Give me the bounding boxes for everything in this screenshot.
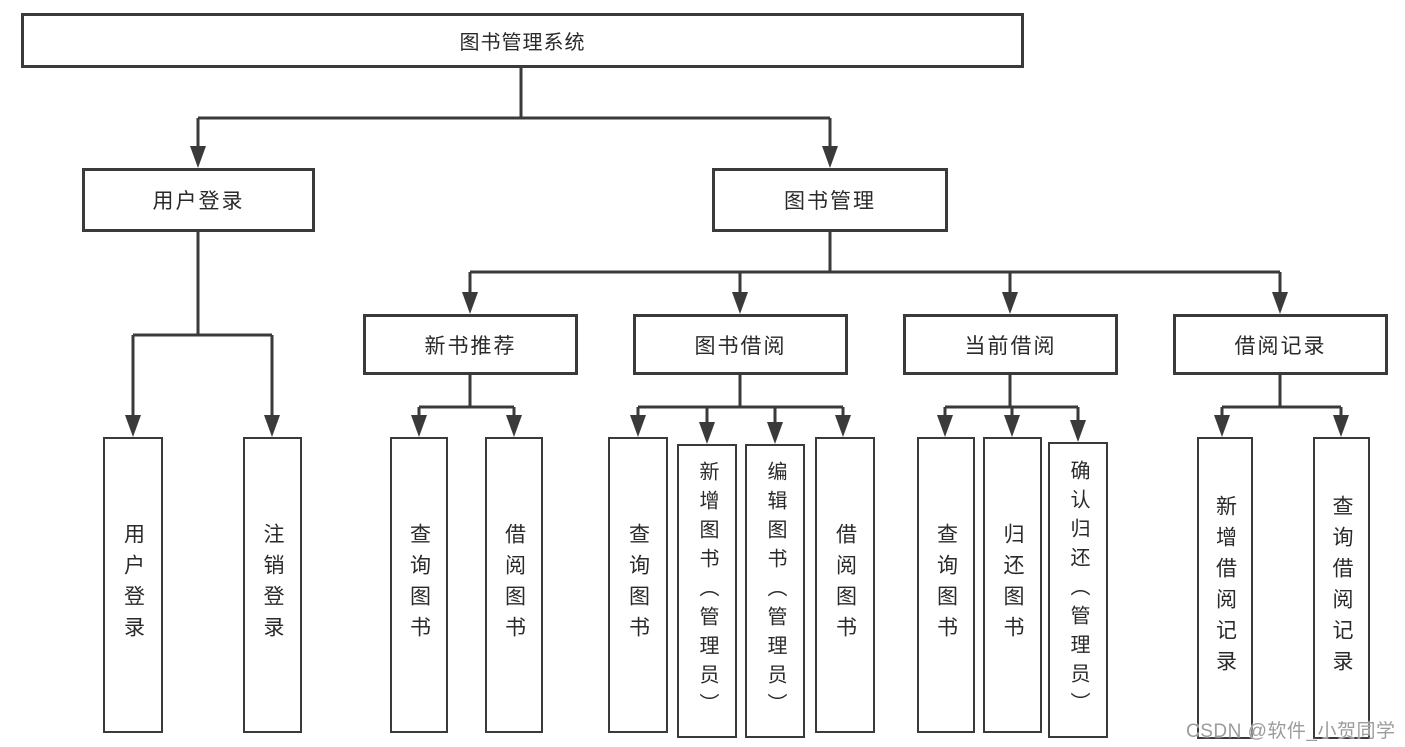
leaf-newbook-query-books: 查询图书	[390, 437, 448, 733]
node-label: 图书管理系统	[459, 32, 586, 54]
leaf-label: 新增图书（管理员）	[696, 460, 718, 722]
leaf-newbook-borrow-books: 借阅图书	[485, 437, 543, 733]
leaf-current-confirm-return-admin: 确认归还（管理员）	[1048, 442, 1108, 738]
leaf-records-query-borrow-record: 查询借阅记录	[1313, 437, 1370, 739]
leaf-label: 查询借阅记录	[1330, 495, 1353, 681]
leaf-current-return-books: 归还图书	[983, 437, 1042, 733]
leaf-label: 借阅图书	[833, 523, 857, 647]
leaf-label: 查询图书	[934, 523, 958, 647]
leaf-label: 归还图书	[1001, 523, 1024, 647]
leaf-label: 新增借阅记录	[1213, 495, 1237, 681]
leaf-borrowing-add-books-admin: 新增图书（管理员）	[677, 444, 737, 738]
leaf-label: 注销登录	[261, 523, 284, 647]
leaf-label: 编辑图书（管理员）	[764, 460, 786, 722]
node-label: 图书借阅	[694, 334, 787, 358]
csdn-watermark: CSDN @软件_小贺同学	[1186, 721, 1396, 742]
node-current-borrowing: 当前借阅	[903, 314, 1118, 375]
leaf-borrowing-borrow-books: 借阅图书	[815, 437, 875, 733]
leaf-label: 借阅图书	[502, 523, 526, 647]
leaf-label: 查询图书	[407, 523, 431, 647]
leaf-label: 查询图书	[626, 523, 650, 647]
leaf-borrowing-edit-books-admin: 编辑图书（管理员）	[745, 444, 805, 738]
leaf-user-login: 用户登录	[103, 437, 163, 733]
leaf-records-add-borrow-record: 新增借阅记录	[1197, 437, 1253, 739]
node-book-borrowing: 图书借阅	[633, 314, 848, 375]
node-label: 用户登录	[152, 190, 245, 213]
node-label: 借阅记录	[1234, 334, 1327, 358]
node-book-management: 图书管理	[712, 168, 948, 232]
leaf-label: 用户登录	[121, 523, 145, 647]
node-new-book-recommendation: 新书推荐	[363, 314, 578, 375]
leaf-logout-login: 注销登录	[243, 437, 302, 733]
node-label: 当前借阅	[964, 334, 1057, 358]
leaf-label: 确认归还（管理员）	[1067, 459, 1089, 721]
node-library-management-system: 图书管理系统	[21, 13, 1024, 68]
leaf-borrowing-query-books: 查询图书	[608, 437, 668, 733]
leaf-current-query-books: 查询图书	[917, 437, 975, 733]
node-borrowing-records: 借阅记录	[1173, 314, 1388, 375]
node-label: 新书推荐	[424, 334, 517, 358]
node-label: 图书管理	[784, 190, 876, 213]
node-user-login: 用户登录	[82, 168, 315, 232]
